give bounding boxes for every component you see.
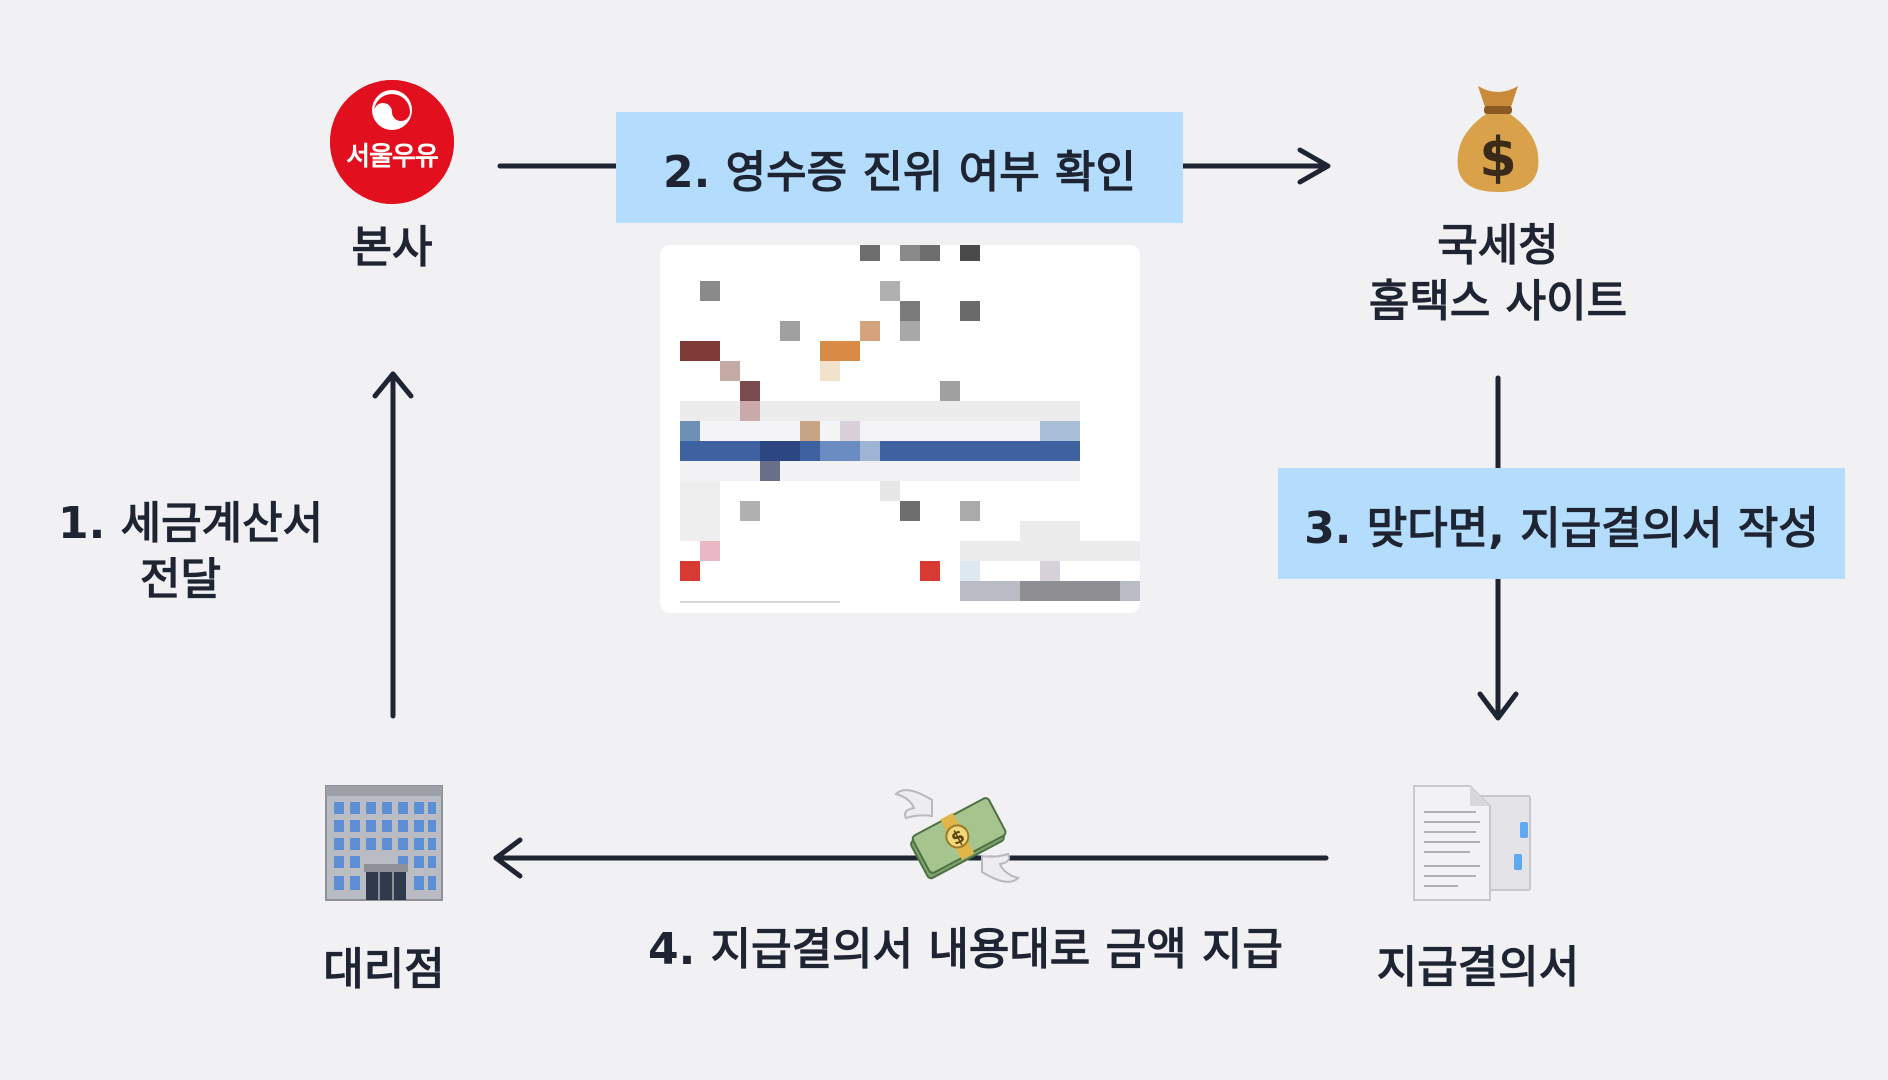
logo-text: 서울우유 (346, 136, 438, 173)
documents-icon (1410, 782, 1540, 912)
approval-label: 지급결의서 (1348, 940, 1608, 996)
office-building-icon (322, 780, 446, 904)
step2-box: 2. 영수증 진위 여부 확인 (616, 112, 1183, 223)
seoul-milk-logo: 서울우유 (330, 80, 454, 204)
hq-label: 본사 (332, 220, 452, 276)
step1-label-line1: 1. 세금계산서 (58, 496, 323, 552)
money-bag-icon: $ (1448, 76, 1548, 196)
step1-label-line2: 전달 (140, 552, 221, 608)
money-with-wings-icon: $ (892, 780, 1022, 900)
receipt-thumbnail (660, 245, 1140, 613)
nts-label-line1: 국세청 (1398, 218, 1598, 274)
step4-label: 4. 지급결의서 내용대로 금액 지급 (648, 922, 1283, 978)
nts-label-line2: 홈택스 사이트 (1348, 274, 1648, 330)
agency-label: 대리점 (304, 942, 464, 998)
step3-box: 3. 맞다면, 지급결의서 작성 (1278, 468, 1845, 579)
svg-text:$: $ (1479, 126, 1517, 189)
